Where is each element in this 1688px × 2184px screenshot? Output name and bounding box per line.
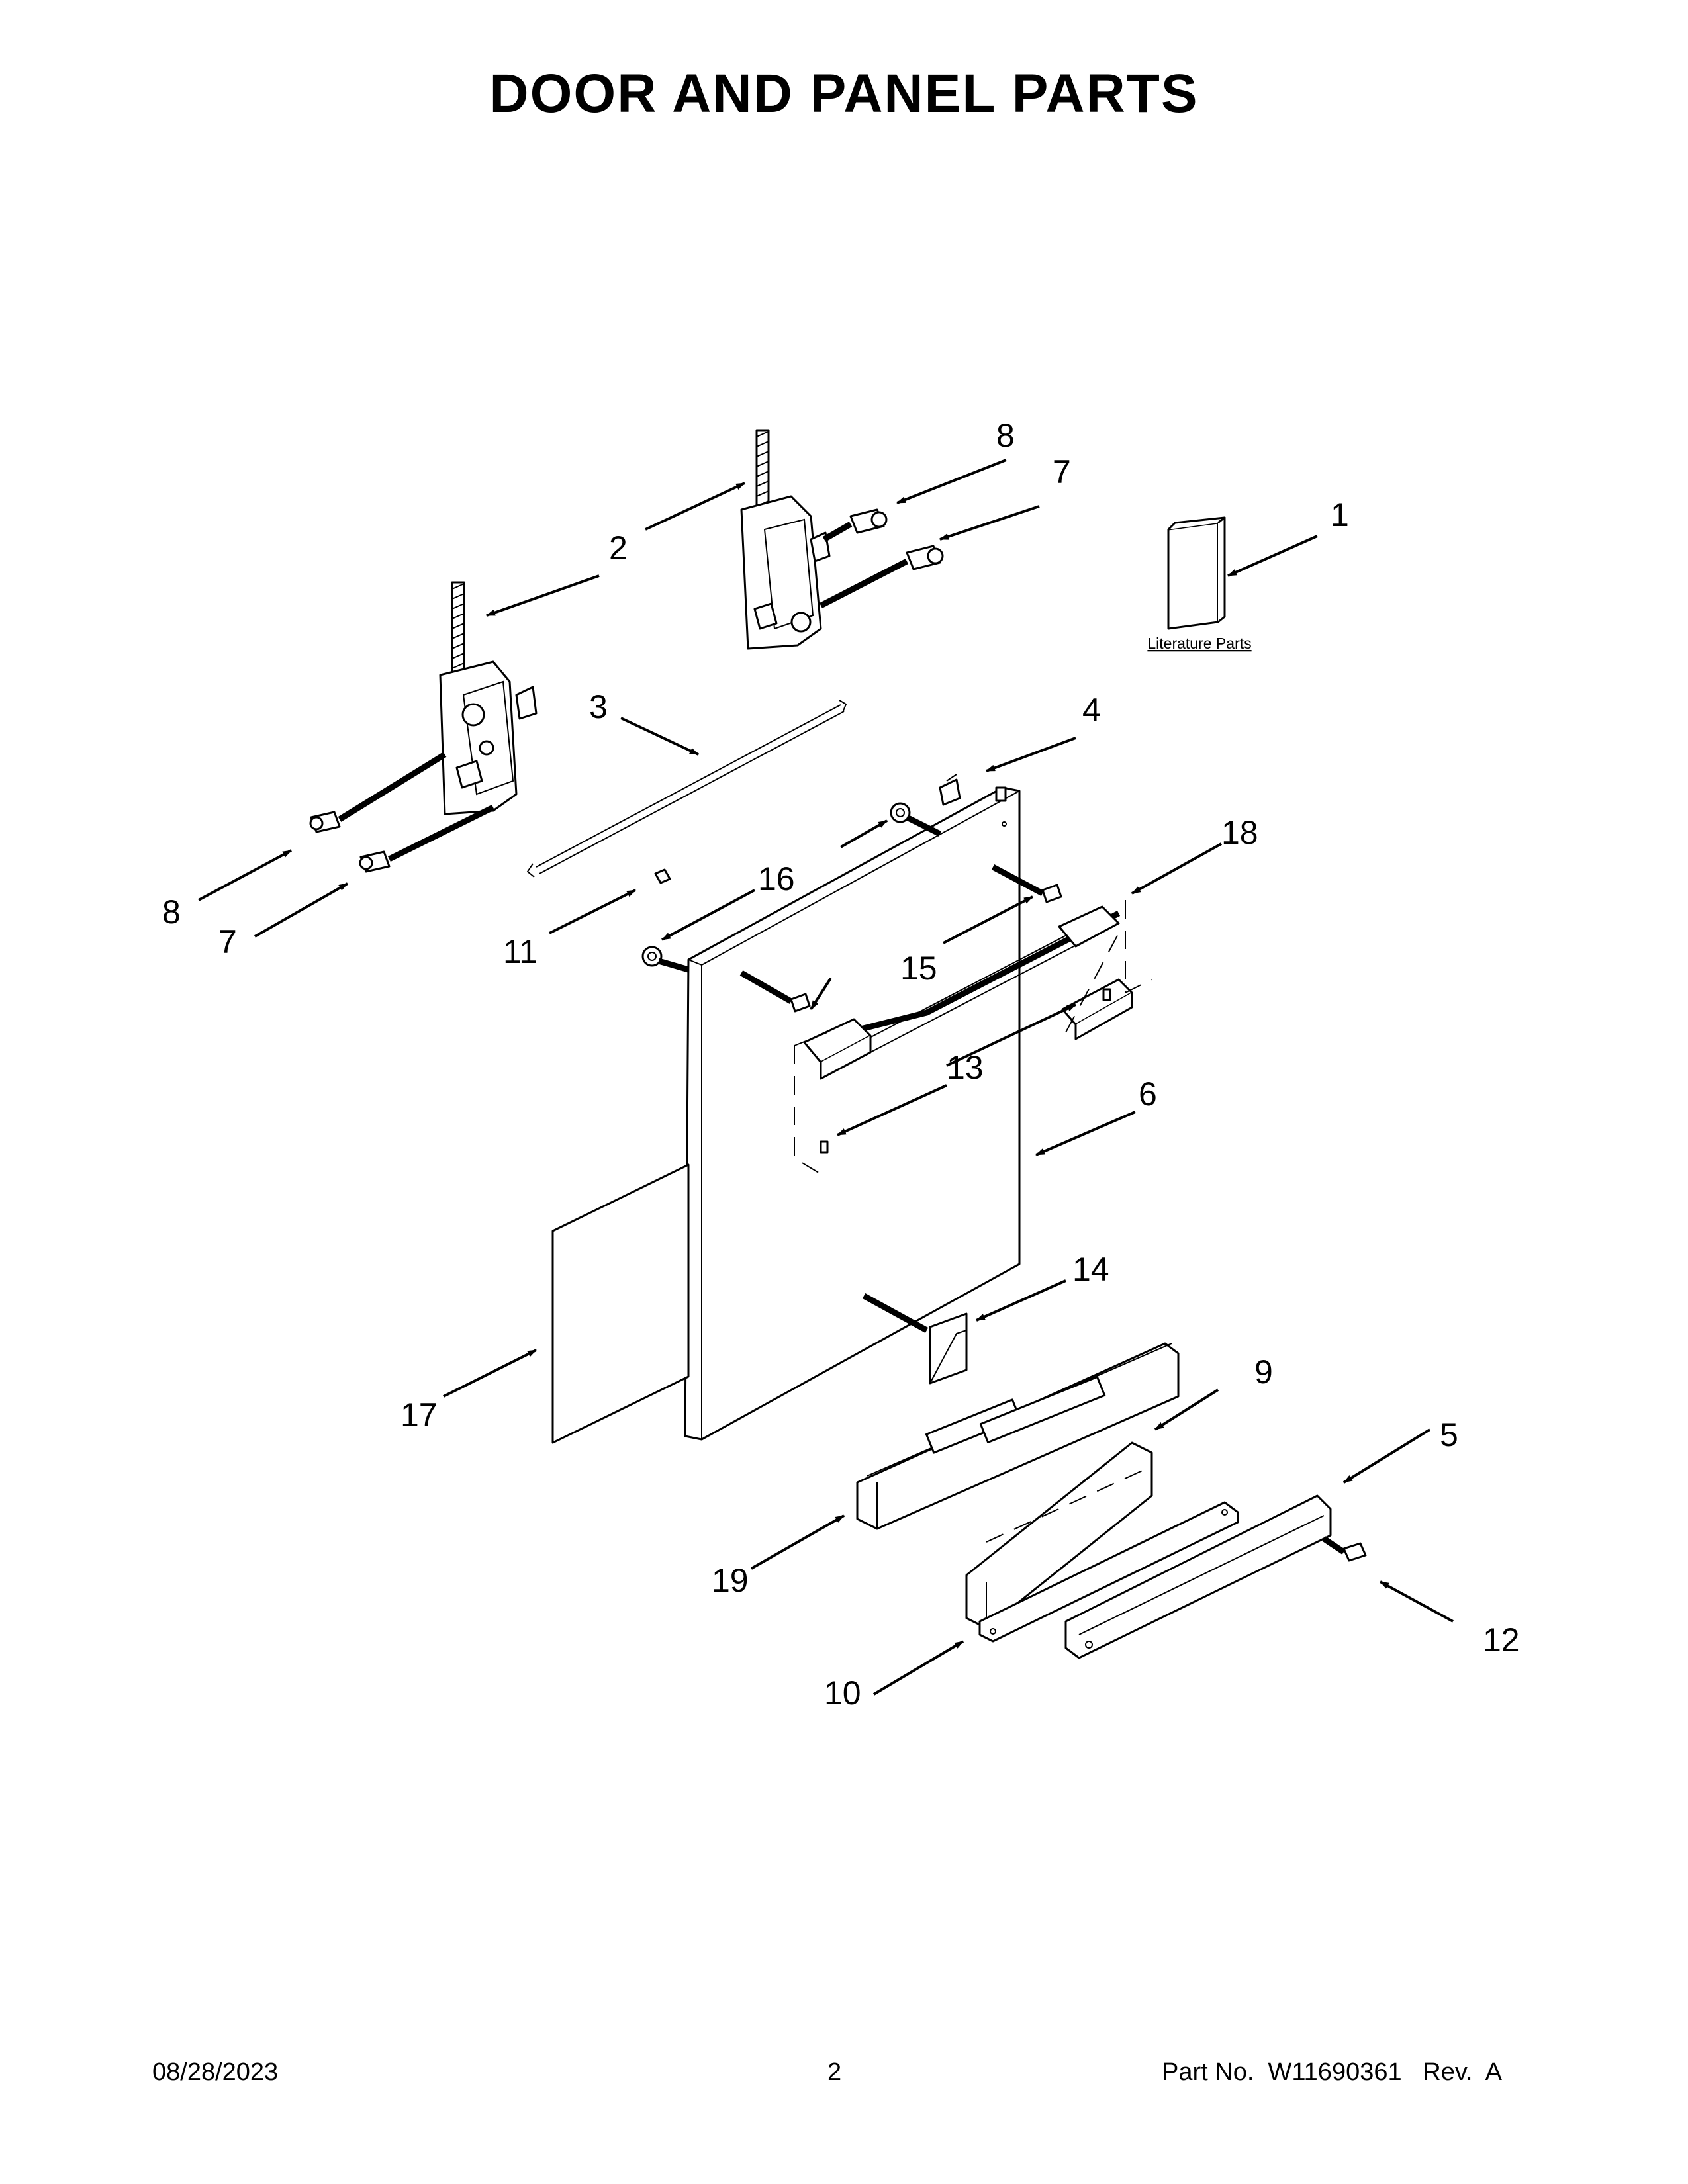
strip-10 bbox=[978, 1501, 1239, 1643]
set-screw-13-left bbox=[820, 1140, 829, 1154]
callout-3: 3 bbox=[589, 688, 608, 725]
callout-7-top: 7 bbox=[1053, 453, 1071, 490]
callout-17: 17 bbox=[400, 1396, 438, 1433]
callout-15: 15 bbox=[900, 950, 937, 987]
callout-6: 6 bbox=[1139, 1075, 1157, 1113]
callout-labels: 1 2 3 4 5 6 7 7 8 8 9 10 11 12 13 14 15 … bbox=[162, 417, 1520, 1711]
bumper-16-left bbox=[641, 946, 690, 973]
bumper-16-top bbox=[890, 802, 942, 837]
callout-9: 9 bbox=[1254, 1353, 1273, 1390]
inner-panel bbox=[551, 1163, 690, 1444]
callout-18: 18 bbox=[1221, 814, 1258, 851]
footer-page-number: 2 bbox=[827, 2058, 842, 2086]
callout-13: 13 bbox=[947, 1049, 984, 1086]
screw-8-left bbox=[309, 752, 447, 833]
door-handle bbox=[794, 900, 1152, 1179]
door-cable-rod bbox=[526, 700, 847, 878]
callout-11: 11 bbox=[503, 933, 538, 970]
footer-date: 08/28/2023 bbox=[152, 2058, 279, 2086]
bracket-14 bbox=[862, 1293, 968, 1385]
callout-14: 14 bbox=[1072, 1251, 1109, 1288]
callout-12: 12 bbox=[1483, 1621, 1520, 1659]
callout-5: 5 bbox=[1440, 1416, 1458, 1453]
hinge-right bbox=[740, 429, 831, 650]
screw-7-left bbox=[359, 804, 495, 873]
clip-4 bbox=[939, 774, 961, 806]
screw-7-right bbox=[819, 545, 944, 609]
footer-part-info: Part No. W11690361 Rev. A bbox=[1162, 2058, 1502, 2086]
callout-16: 16 bbox=[758, 860, 795, 897]
callout-7-left: 7 bbox=[218, 923, 237, 960]
clip-11 bbox=[654, 868, 671, 884]
literature-parts-label: Literature Parts bbox=[1147, 635, 1251, 652]
hinge-left bbox=[439, 581, 538, 815]
page-title: DOOR AND PANEL PARTS bbox=[489, 64, 1199, 124]
callout-2: 2 bbox=[609, 529, 628, 567]
screw-12 bbox=[1322, 1536, 1367, 1562]
callout-19: 19 bbox=[712, 1562, 749, 1599]
callout-4: 4 bbox=[1082, 692, 1101, 729]
screw-8-right bbox=[822, 508, 888, 542]
screw-15-right bbox=[991, 864, 1062, 903]
set-screw-13-right bbox=[1102, 988, 1111, 1001]
leader-lines bbox=[198, 459, 1454, 1696]
callout-8-left: 8 bbox=[162, 893, 181, 931]
callout-1: 1 bbox=[1331, 496, 1349, 533]
door-panel bbox=[684, 786, 1021, 1441]
screw-15-left bbox=[739, 970, 811, 1013]
callout-10: 10 bbox=[824, 1674, 861, 1711]
rail-5 bbox=[1064, 1494, 1332, 1659]
toe-panel-19 bbox=[856, 1342, 1180, 1530]
literature-parts: Literature Parts bbox=[1147, 516, 1252, 652]
callout-8-top: 8 bbox=[996, 417, 1015, 454]
